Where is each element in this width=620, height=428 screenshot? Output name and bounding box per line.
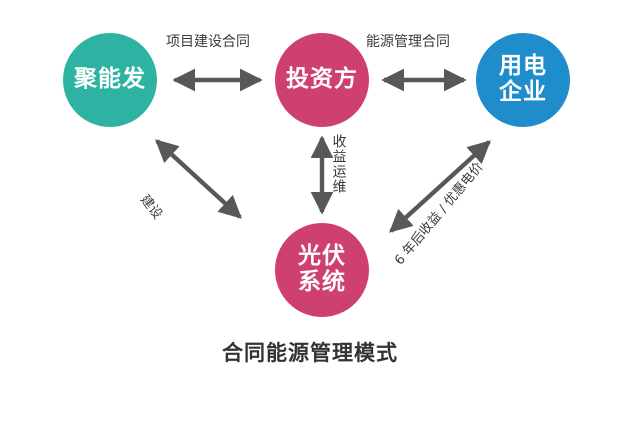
node-guangfuxitong[interactable]: 光伏 系统 xyxy=(275,223,369,317)
arrow-gfxt-ydqy xyxy=(389,140,491,233)
node-jvnengfa[interactable]: 聚能发 xyxy=(63,33,157,127)
diagram-title: 合同能源管理模式 xyxy=(222,341,398,365)
arrow-gfxt-jnf xyxy=(155,139,242,219)
node-jvnengfa-label: 聚能发 xyxy=(74,66,146,93)
node-touzifang[interactable]: 投资方 xyxy=(275,33,369,127)
node-yongdianqiye-label: 用电 企业 xyxy=(499,53,547,105)
node-yongdianqiye[interactable]: 用电 企业 xyxy=(476,33,570,127)
edge-label-revenue-operation: 收益运维 xyxy=(330,134,347,194)
node-guangfuxitong-label: 光伏 系统 xyxy=(298,243,346,295)
node-touzifang-label: 投资方 xyxy=(286,66,358,93)
edge-label-project-construction-contract: 项目建设合同 xyxy=(166,34,250,50)
edge-label-energy-management-contract: 能源管理合同 xyxy=(366,34,450,50)
